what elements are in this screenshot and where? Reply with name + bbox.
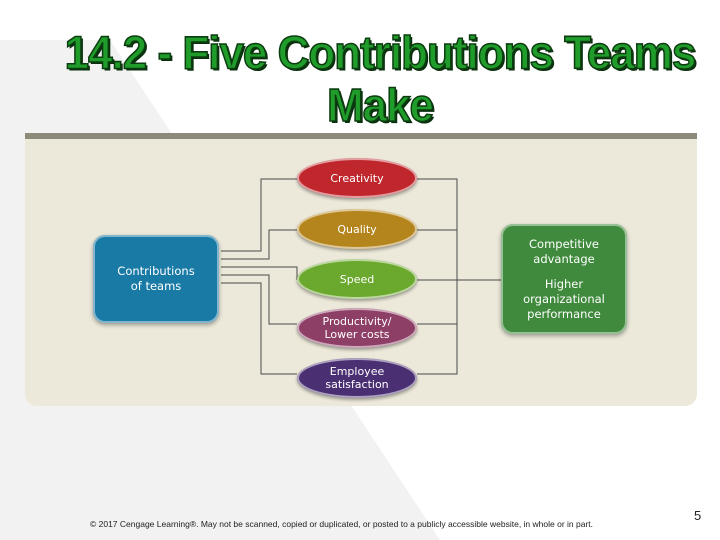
contributions-of-teams-box: Contributions of teams [93, 235, 219, 323]
pill-employee-satisfaction: Employee satisfaction [297, 358, 417, 398]
pill-quality: Quality [297, 209, 417, 249]
pill-creativity-label: Creativity [330, 171, 384, 185]
contributions-label: Contributions of teams [117, 264, 195, 293]
contributions-diagram: Contributions of teams Creativity Qualit… [25, 133, 697, 406]
outcome-box: Competitive advantage Higher organizatio… [501, 224, 627, 334]
copyright-notice: © 2017 Cengage Learning®. May not be sca… [90, 519, 593, 529]
outcome-competitive-advantage: Competitive advantage [529, 236, 599, 266]
pill-productivity: Productivity/ Lower costs [297, 308, 417, 348]
connector-lines [221, 178, 501, 375]
slide-title: 14.2 - Five Contributions Teams Make [64, 27, 697, 133]
pill-speed-label: Speed [339, 272, 375, 286]
page-number: 5 [694, 508, 702, 523]
pill-productivity-label: Productivity/ Lower costs [322, 315, 392, 341]
pill-speed: Speed [297, 259, 417, 299]
pill-employee-satisfaction-label: Employee satisfaction [325, 365, 389, 391]
pill-quality-label: Quality [337, 222, 377, 236]
pill-creativity: Creativity [297, 158, 417, 198]
outcome-higher-performance: Higher organizational performance [523, 276, 605, 321]
